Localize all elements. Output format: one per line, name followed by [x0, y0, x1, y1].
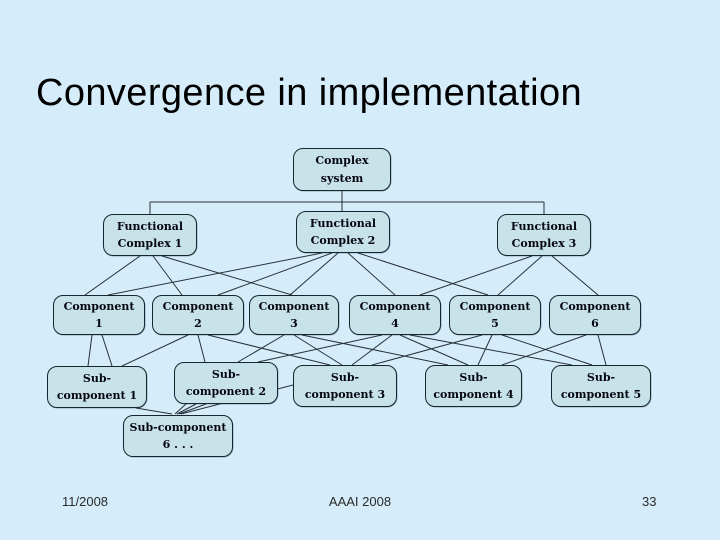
node-label-line: component 5 — [560, 388, 642, 401]
connector-line — [357, 252, 489, 296]
connector-line — [477, 334, 493, 366]
connector-line — [409, 334, 573, 366]
slide-title: Convergence in implementation — [36, 72, 583, 114]
node-label-line: Functional — [116, 219, 184, 233]
node-label-line: 6 . . . — [162, 438, 194, 451]
node-label-line: Functional — [309, 216, 377, 230]
node-component-4: Component 4 — [349, 295, 441, 335]
connector-line — [351, 334, 393, 366]
node-sub-component-5: Sub-component 5 — [551, 365, 651, 407]
node-label-line: Sub- — [459, 370, 488, 384]
connector-line — [197, 334, 206, 363]
node-label-line: component 4 — [433, 388, 514, 401]
connector-line — [501, 334, 587, 366]
node-label-line: component 3 — [304, 388, 386, 401]
node-sub-component-3: Sub-component 3 — [293, 365, 397, 407]
connector-line — [152, 255, 183, 296]
connector-line — [84, 255, 141, 296]
connector-line — [597, 334, 607, 366]
node-label-line: Component — [162, 299, 234, 313]
connector-line — [207, 334, 331, 366]
node-label-line: Complex 2 — [310, 234, 376, 247]
connector-line — [551, 255, 599, 296]
node-component-3: Component 3 — [249, 295, 339, 335]
node-label-line: Complex 1 — [117, 237, 183, 250]
connector-line — [161, 255, 293, 296]
node-label-line: component 1 — [56, 389, 138, 402]
node-sub-component-2: Sub-component 2 — [174, 362, 278, 404]
connector-line — [347, 252, 396, 296]
connector-line — [419, 255, 533, 296]
connector-line — [293, 334, 343, 366]
node-label-line: Sub-component — [129, 420, 227, 434]
footer-page-number: 33 — [642, 494, 657, 509]
connector-line — [174, 403, 187, 415]
node-label-line: 3 — [290, 317, 298, 330]
connector-line — [217, 252, 333, 296]
node-label-line: 2 — [194, 317, 202, 330]
connector-line — [135, 407, 173, 415]
footer-date: 11/2008 — [62, 494, 109, 509]
node-label-line: 1 — [95, 317, 103, 330]
connector-line — [289, 252, 339, 296]
connector-line — [399, 334, 469, 366]
node-label-line: Complex — [315, 154, 369, 168]
node-label-line: Component — [258, 299, 330, 313]
connector-line — [257, 334, 383, 363]
connector-line — [87, 334, 93, 367]
node-label-line: Component — [559, 299, 631, 313]
node-label-line: Component — [459, 299, 531, 313]
connector-line — [178, 403, 207, 415]
node-component-2: Component 2 — [152, 295, 244, 335]
node-label-line: 6 — [591, 317, 599, 330]
connector-line — [121, 334, 189, 367]
node-label-line: Sub- — [211, 367, 241, 381]
node-label-line: 4 — [391, 317, 399, 330]
node-component-1: Component 1 — [53, 295, 145, 335]
connector-line — [101, 334, 113, 367]
connector-line — [497, 255, 543, 296]
connector-line — [301, 334, 449, 366]
footer-conference: AAAI 2008 — [328, 494, 392, 509]
node-sub-component-6: Sub-component 6 . . . — [123, 415, 233, 457]
node-label-line: component 2 — [185, 385, 267, 398]
node-label-line: 5 — [491, 317, 499, 330]
connector-line — [176, 403, 197, 415]
connector-line — [107, 252, 323, 296]
connector-line — [501, 334, 593, 366]
node-label-line: Sub- — [82, 371, 112, 385]
connector-line — [237, 334, 285, 363]
node-label-line: Sub- — [586, 370, 616, 384]
node-label-line: Complex 3 — [511, 237, 577, 250]
node-label-line: system — [320, 171, 364, 185]
node-label-line: Functional — [510, 219, 578, 233]
node-complex-system: Complex system — [293, 148, 391, 191]
connector-line — [371, 334, 483, 366]
node-sub-component-4: Sub-component 4 — [425, 365, 522, 407]
node-component-5: Component 5 — [449, 295, 541, 335]
node-label-line: Sub- — [330, 370, 360, 384]
node-label-line: Component — [359, 299, 431, 313]
node-sub-component-1: Sub-component 1 — [47, 366, 147, 408]
node-component-6: Component 6 — [549, 295, 641, 335]
node-label-line: Component — [63, 299, 135, 313]
